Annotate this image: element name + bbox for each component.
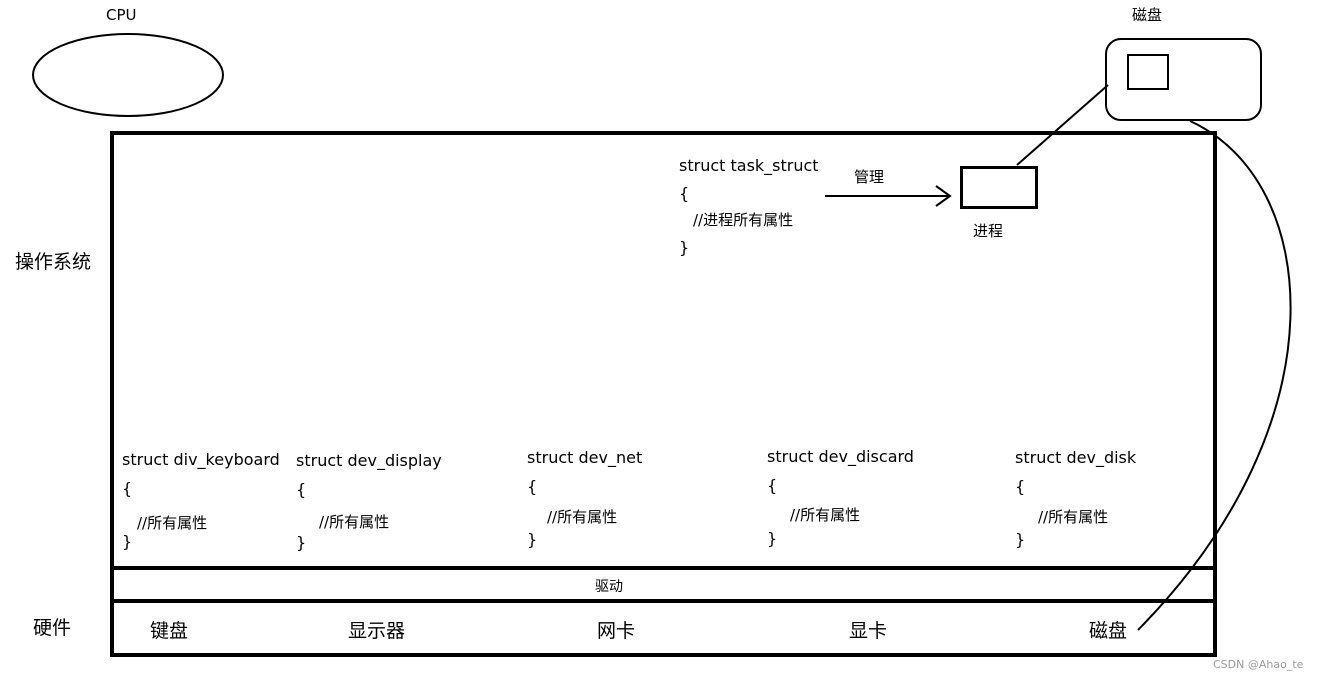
hardware-item-nic: 网卡: [597, 620, 636, 642]
os-box: [110, 131, 1217, 570]
hardware-item-display: 显示器: [348, 620, 406, 642]
task-struct-close: }: [679, 238, 690, 257]
device-struct-open: {: [296, 480, 307, 499]
task-struct-open: {: [679, 184, 690, 203]
device-struct-name: struct dev_display: [296, 451, 442, 470]
device-struct-comment: //所有属性: [1038, 508, 1109, 526]
hardware-box: [110, 599, 1217, 657]
device-struct-name: struct dev_net: [527, 448, 643, 467]
device-struct-name: struct div_keyboard: [122, 450, 280, 469]
disk-top-inner-box: [1127, 54, 1169, 90]
device-struct-open: {: [767, 476, 778, 495]
hardware-item-gpu: 显卡: [849, 620, 888, 642]
driver-label: 驱动: [595, 579, 623, 595]
disk-top-label: 磁盘: [1132, 6, 1163, 24]
device-struct-name: struct dev_disk: [1015, 448, 1137, 467]
process-to-disk-line: [1016, 84, 1109, 166]
driver-box: [110, 566, 1217, 603]
os-label: 操作系统: [15, 251, 92, 273]
process-box: [960, 166, 1038, 209]
device-struct-close: }: [767, 529, 778, 548]
device-struct-close: }: [527, 530, 538, 549]
device-struct-comment: //所有属性: [319, 513, 390, 531]
hardware-item-keyboard: 键盘: [150, 620, 189, 642]
device-struct-comment: //所有属性: [137, 514, 208, 532]
device-struct-open: {: [122, 479, 133, 498]
manage-arrow-head: [935, 185, 952, 207]
cpu-label: CPU: [106, 6, 137, 24]
task-struct-line1: struct task_struct: [679, 156, 819, 175]
device-struct-open: {: [1015, 477, 1026, 496]
disk-top-box: [1105, 38, 1262, 121]
watermark: CSDN @Ahao_te: [1213, 658, 1304, 671]
device-struct-name: struct dev_discard: [767, 447, 914, 466]
device-struct-open: {: [527, 477, 538, 496]
task-struct-comment: //进程所有属性: [693, 211, 794, 229]
device-struct-comment: //所有属性: [790, 506, 861, 524]
device-struct-close: }: [122, 532, 133, 551]
hardware-item-disk: 磁盘: [1089, 620, 1128, 642]
device-struct-comment: //所有属性: [547, 508, 618, 526]
device-struct-close: }: [1015, 530, 1026, 549]
hardware-label: 硬件: [33, 617, 72, 639]
process-label: 进程: [973, 222, 1004, 240]
manage-label: 管理: [854, 168, 885, 186]
disk-curve-line: [1137, 120, 1292, 631]
device-struct-close: }: [296, 533, 307, 552]
cpu-ellipse: [32, 33, 224, 117]
